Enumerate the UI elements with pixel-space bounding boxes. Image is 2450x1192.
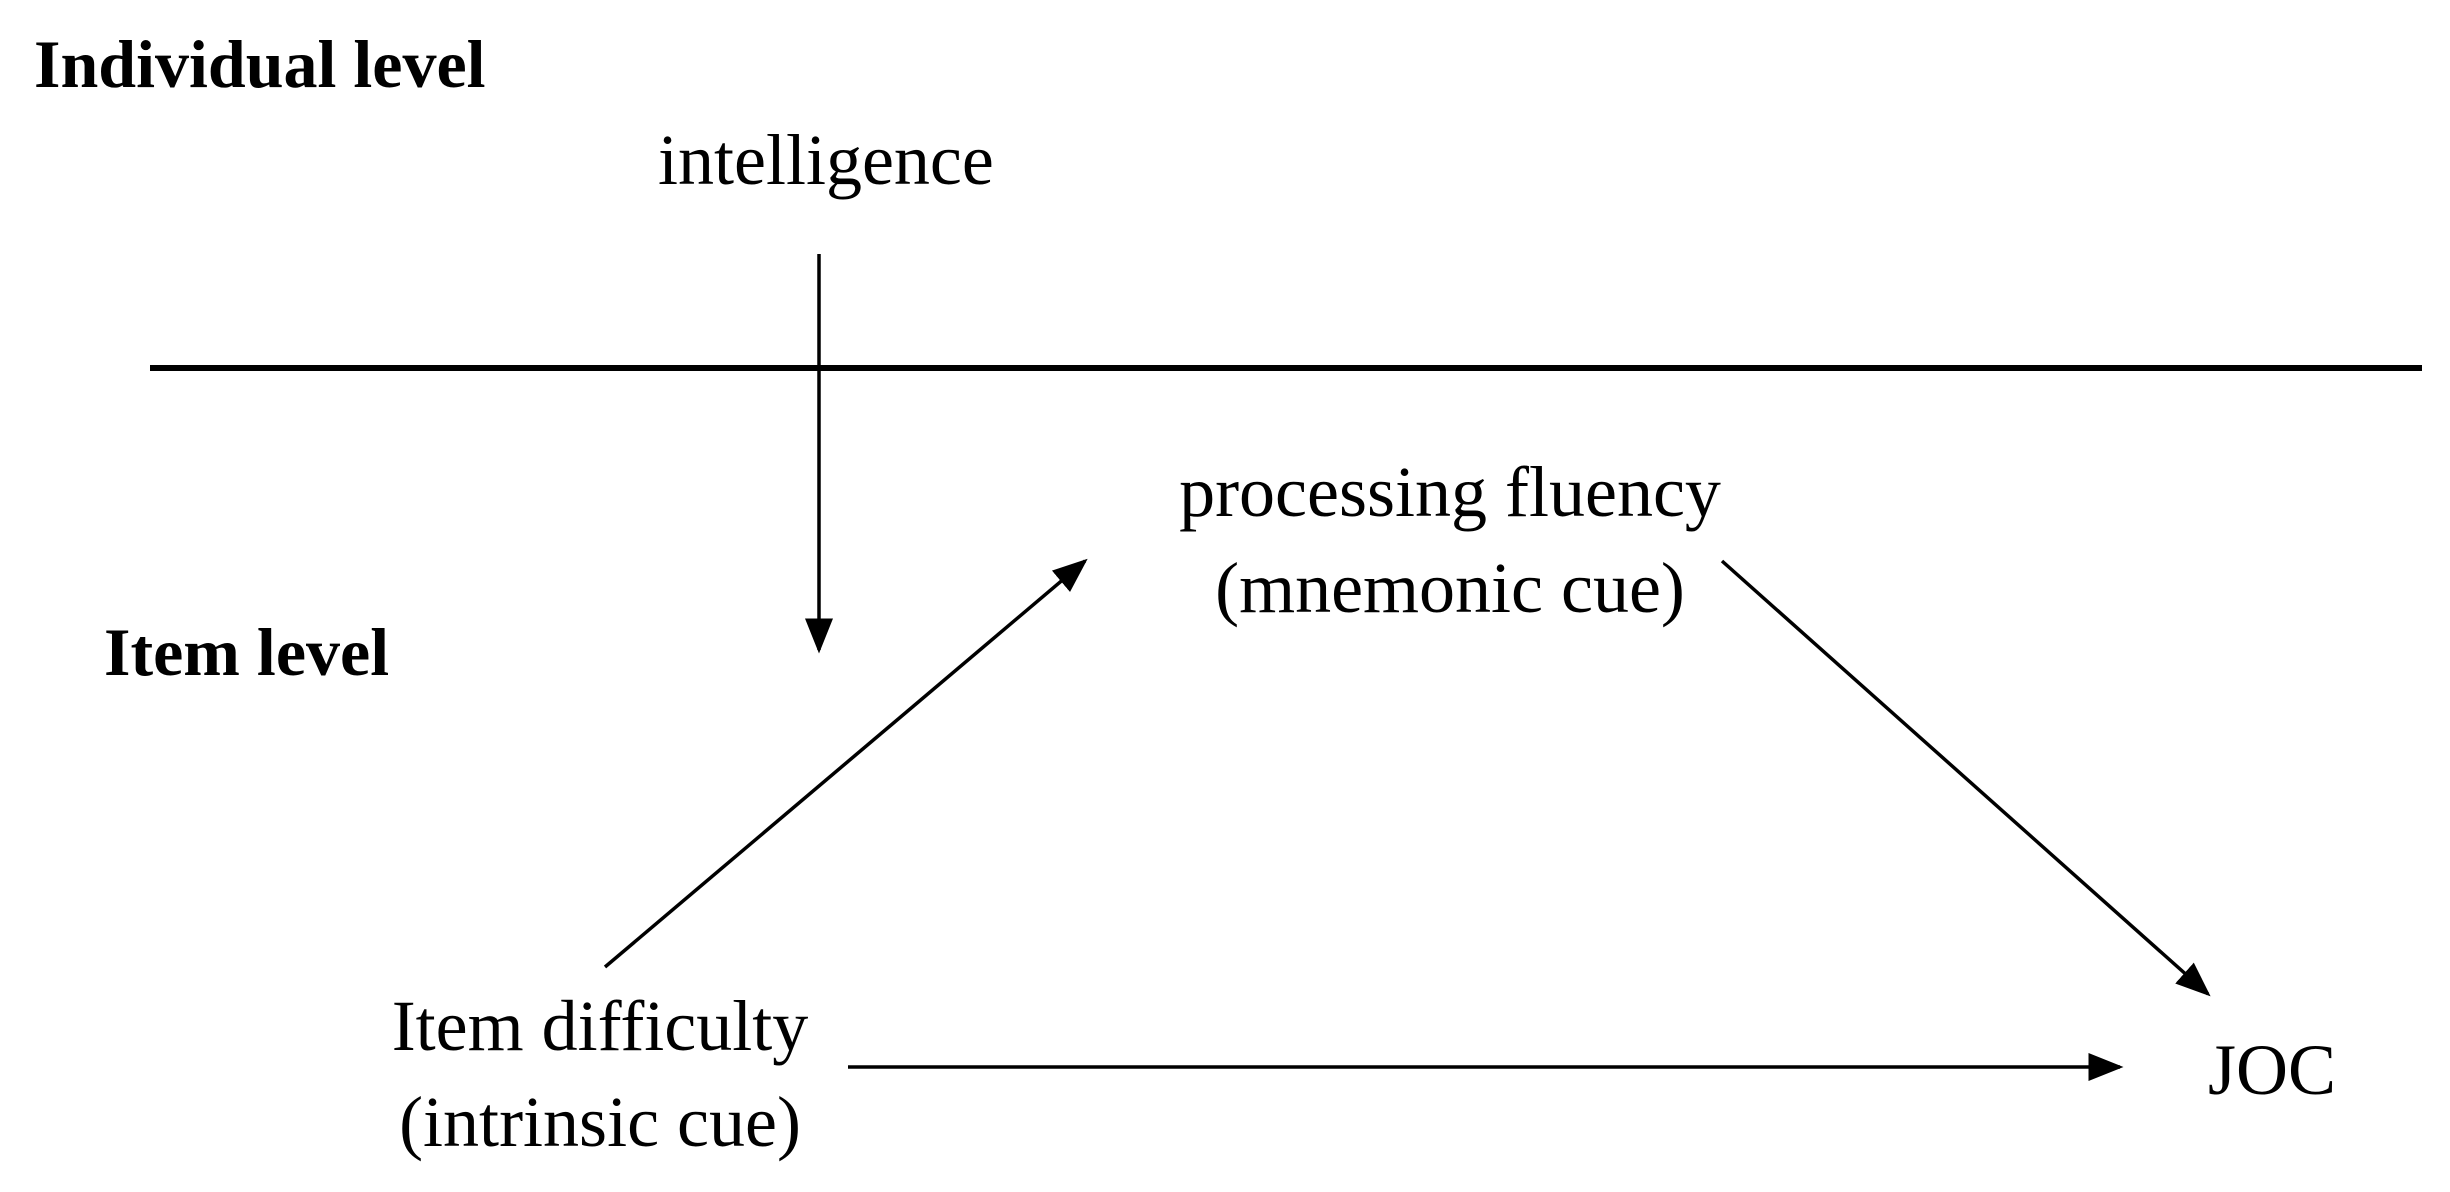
processing-fluency-label: processing fluency: [1179, 452, 1721, 532]
fluency-to-joc-arrow: [1720, 559, 2211, 997]
item-difficulty-label: Item difficulty: [391, 986, 809, 1066]
intelligence-node: intelligence: [658, 120, 994, 200]
item-level-label: Item level: [104, 614, 390, 690]
individual-level-label: Individual level: [34, 26, 486, 102]
item-difficulty-node: Item difficulty (intrinsic cue): [330, 978, 870, 1170]
difficulty-to-fluency-arrow: [603, 558, 1088, 969]
mnemonic-cue-label: (mnemonic cue): [1215, 548, 1685, 628]
processing-fluency-node: processing fluency (mnemonic cue): [1070, 444, 1830, 636]
joc-node: JOC: [2208, 1030, 2337, 1110]
intrinsic-cue-label: (intrinsic cue): [399, 1082, 801, 1162]
